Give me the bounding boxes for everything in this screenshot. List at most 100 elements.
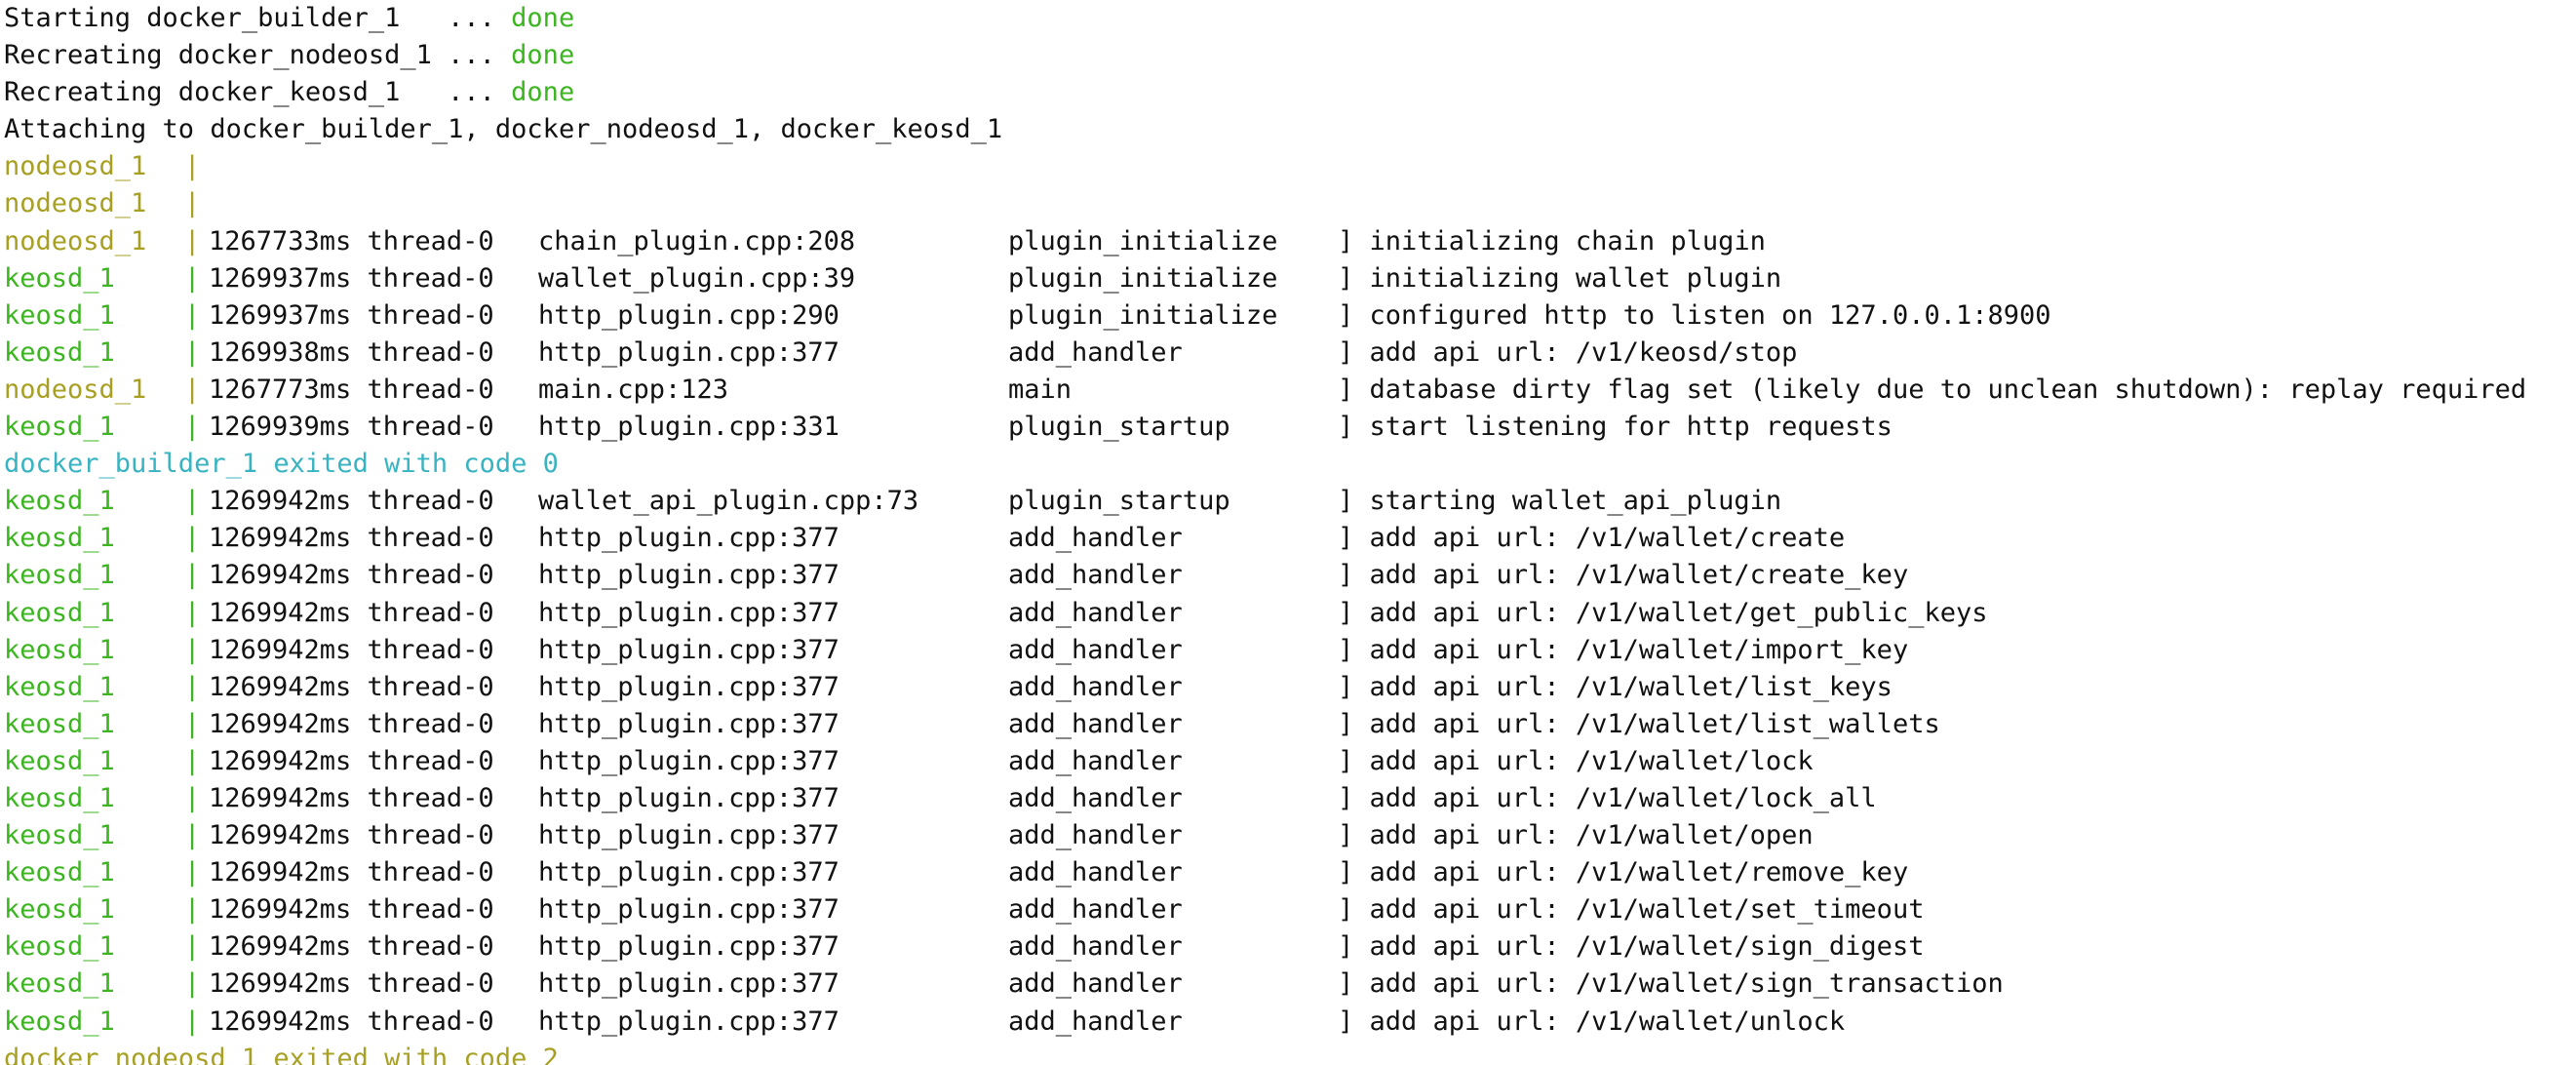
log-timestamp: 1269942ms thread-0 xyxy=(209,745,494,776)
log-message: ] initializing wallet plugin xyxy=(1338,262,1782,294)
log-message: ] start listening for http requests xyxy=(1338,412,1893,443)
log-message: ] add api url: /v1/wallet/lock xyxy=(1338,745,1814,776)
log-timestamp: 1269942ms thread-0 xyxy=(209,782,494,813)
log-timestamp: 1269942ms thread-0 xyxy=(209,894,494,926)
log-source-file: http_plugin.cpp:377 xyxy=(538,931,839,963)
status-text: Recreating docker_keosd_1 ... xyxy=(4,77,512,108)
log-function: add_handler xyxy=(1008,597,1183,628)
log-function: add_handler xyxy=(1008,968,1183,1000)
log-message: ] starting wallet_api_plugin xyxy=(1338,486,1782,517)
log-function: add_handler xyxy=(1008,745,1183,776)
service-name: nodeosd_1 xyxy=(4,225,147,256)
log-separator: | xyxy=(184,708,201,739)
service-name: keosd_1 xyxy=(4,560,115,591)
service-name: keosd_1 xyxy=(4,782,115,813)
service-name: keosd_1 xyxy=(4,1006,115,1037)
log-source-file: http_plugin.cpp:377 xyxy=(538,857,839,888)
service-name: keosd_1 xyxy=(4,262,115,294)
log-source-file: http_plugin.cpp:377 xyxy=(538,523,839,554)
log-source-file: http_plugin.cpp:377 xyxy=(538,745,839,776)
log-timestamp: 1269942ms thread-0 xyxy=(209,968,494,1000)
log-separator: | xyxy=(184,597,201,628)
log-source-file: http_plugin.cpp:377 xyxy=(538,671,839,702)
terminal-line: Recreating docker_keosd_1 ... done xyxy=(4,74,2572,111)
log-function: add_handler xyxy=(1008,336,1183,368)
terminal-line: docker_builder_1 exited with code 0 xyxy=(4,446,2572,483)
log-message: ] add api url: /v1/wallet/lock_all xyxy=(1338,782,1877,813)
service-name: keosd_1 xyxy=(4,634,115,665)
terminal-line: nodeosd_1| xyxy=(4,185,2572,222)
service-name: keosd_1 xyxy=(4,412,115,443)
log-source-file: http_plugin.cpp:377 xyxy=(538,782,839,813)
log-source-file: http_plugin.cpp:331 xyxy=(538,412,839,443)
log-message: ] add api url: /v1/wallet/unlock xyxy=(1338,1006,1846,1037)
log-source-file: http_plugin.cpp:377 xyxy=(538,894,839,926)
log-separator: | xyxy=(184,634,201,665)
log-function: add_handler xyxy=(1008,894,1183,926)
service-name: keosd_1 xyxy=(4,931,115,963)
log-function: add_handler xyxy=(1008,931,1183,963)
log-timestamp: 1269939ms thread-0 xyxy=(209,412,494,443)
log-timestamp: 1267773ms thread-0 xyxy=(209,374,494,405)
log-function: add_handler xyxy=(1008,708,1183,739)
log-source-file: http_plugin.cpp:377 xyxy=(538,708,839,739)
log-separator: | xyxy=(184,857,201,888)
status-done: done xyxy=(511,40,575,71)
log-message: ] add api url: /v1/wallet/list_keys xyxy=(1338,671,1893,702)
log-function: plugin_startup xyxy=(1008,412,1230,443)
service-name: keosd_1 xyxy=(4,523,115,554)
service-name: keosd_1 xyxy=(4,894,115,926)
service-name: keosd_1 xyxy=(4,745,115,776)
log-separator: | xyxy=(184,299,201,331)
log-message: ] add api url: /v1/wallet/create_key xyxy=(1338,560,1909,591)
log-separator: | xyxy=(184,374,201,405)
log-timestamp: 1269942ms thread-0 xyxy=(209,820,494,851)
log-separator: | xyxy=(184,894,201,926)
log-message: ] add api url: /v1/wallet/sign_transacti… xyxy=(1338,968,2004,1000)
log-function: add_handler xyxy=(1008,560,1183,591)
log-timestamp: 1269942ms thread-0 xyxy=(209,931,494,963)
log-source-file: wallet_plugin.cpp:39 xyxy=(538,262,856,294)
service-name: nodeosd_1 xyxy=(4,188,147,219)
log-function: add_handler xyxy=(1008,634,1183,665)
log-timestamp: 1269942ms thread-0 xyxy=(209,634,494,665)
log-message: ] add api url: /v1/wallet/get_public_key… xyxy=(1338,597,1988,628)
log-source-file: http_plugin.cpp:377 xyxy=(538,968,839,1000)
status-text: Starting docker_builder_1 ... xyxy=(4,3,512,33)
log-source-file: http_plugin.cpp:377 xyxy=(538,560,839,591)
log-timestamp: 1269937ms thread-0 xyxy=(209,262,494,294)
log-timestamp: 1269942ms thread-0 xyxy=(209,708,494,739)
log-separator: | xyxy=(184,486,201,517)
log-message: ] database dirty flag set (likely due to… xyxy=(1338,374,2527,405)
log-timestamp: 1269942ms thread-0 xyxy=(209,857,494,888)
log-source-file: http_plugin.cpp:377 xyxy=(538,336,839,368)
log-message: ] add api url: /v1/wallet/set_timeout xyxy=(1338,894,1925,926)
terminal-line: Recreating docker_nodeosd_1 ... done xyxy=(4,37,2572,74)
status-done: done xyxy=(511,77,575,108)
log-message: ] add api url: /v1/wallet/open xyxy=(1338,820,1814,851)
terminal-line: Attaching to docker_builder_1, docker_no… xyxy=(4,111,2572,148)
service-name: nodeosd_1 xyxy=(4,374,147,405)
log-separator: | xyxy=(184,782,201,813)
terminal-line: keosd_1 |1269942ms thread-0 http_plugin.cp… xyxy=(4,891,2572,928)
log-function: plugin_startup xyxy=(1008,486,1230,517)
terminal-line: docker_nodeosd_1 exited with code 2 xyxy=(4,1041,2572,1065)
log-message: ] add api url: /v1/wallet/create xyxy=(1338,523,1846,554)
terminal-line: keosd_1 | 1269942ms thread-0 http_plugin.cp… xyxy=(4,780,2572,817)
terminal-line: Starting docker_builder_1 ... done xyxy=(4,0,2572,37)
service-name: keosd_1 xyxy=(4,486,115,517)
service-name: nodeosd_1 xyxy=(4,151,147,182)
service-name: keosd_1 xyxy=(4,820,115,851)
log-separator: | xyxy=(184,671,201,702)
status-done: done xyxy=(511,3,575,33)
